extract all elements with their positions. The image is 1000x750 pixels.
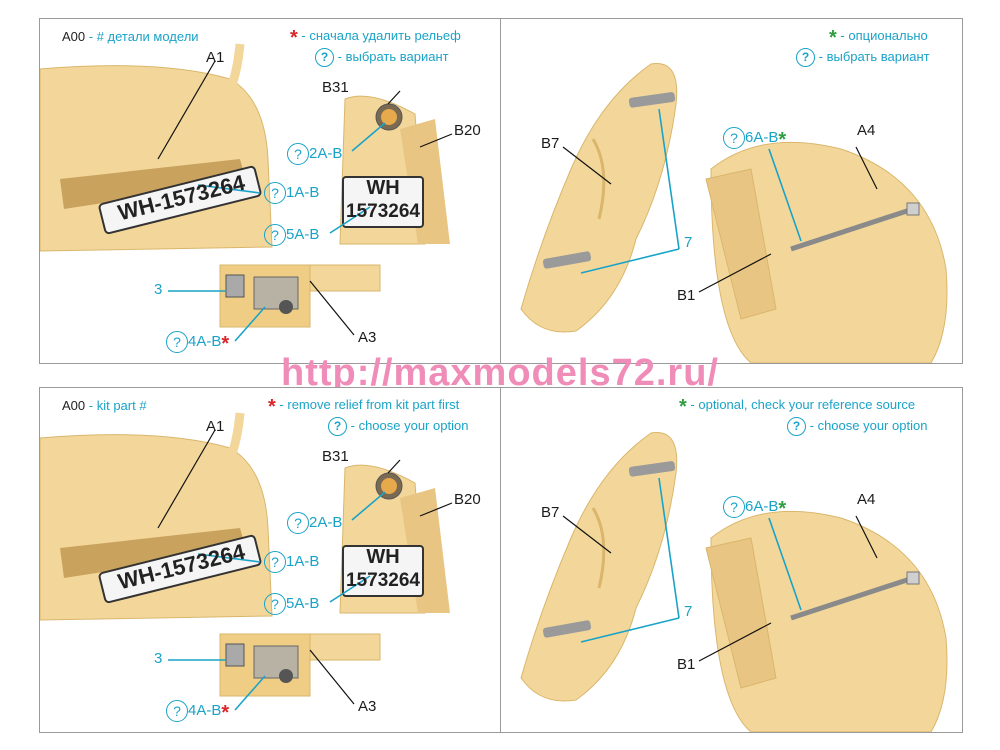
callout-4ab: ?4A-B* [166,331,229,356]
legend-part-number: A00 - kit part # [62,398,147,413]
part-label-a3: A3 [358,329,377,346]
red-star-icon: * [221,332,230,355]
green-star-icon: * [778,497,787,520]
plate-small-bottom: 1573264 [346,570,420,591]
red-star-icon: * [221,701,230,724]
question-icon: ? [315,48,334,67]
star-note: - опционально [840,28,928,43]
question-note: - choose your option [809,417,928,433]
plate-small-top: WH [366,546,400,568]
callout-3: 3 [154,650,163,667]
star-note: - remove relief from kit part first [279,397,460,412]
part-label-a1: A1 [206,49,225,66]
part-label-b20: B20 [454,122,481,139]
ru-left-illustration [40,43,453,342]
question-icon: ? [264,224,286,246]
green-star-icon: * [829,27,837,49]
callout-5ab: ?5A-B [264,224,319,246]
callout-1ab: ?1A-B [264,182,319,204]
code-description: - # детали модели [88,29,199,44]
question-icon: ? [723,127,745,149]
question-icon: ? [787,417,806,436]
callout-text: 1A-B [286,552,320,570]
question-icon: ? [723,496,745,518]
legend-question: ? - choose your option [328,417,468,436]
legend-star: * - remove relief from kit part first [268,396,459,419]
star-note: - optional, check your reference source [690,397,916,412]
ru-right-illustration [520,63,948,363]
legend-star: * - сначала удалить рельеф [290,27,461,50]
legend-question: ? - выбрать вариант [796,48,930,67]
callout-2ab: ?2A-B [287,512,342,534]
en-left-illustration [40,412,453,711]
callout-text: 1A-B [286,183,320,201]
question-icon: ? [166,331,188,353]
panel-en-left: A00 - kit part # * - remove relief from … [39,387,501,733]
callout-text: 2A-B [309,144,343,162]
green-star-icon: * [679,396,687,418]
callout-text: 6A-B [745,128,779,146]
callout-7: 7 [684,234,693,251]
question-icon: ? [264,551,286,573]
question-icon: ? [264,593,286,615]
part-label-b31: B31 [322,79,349,96]
part-label-b1: B1 [677,287,696,304]
plate-small-bottom: 1573264 [346,201,420,222]
callout-text: 5A-B [286,225,320,243]
green-star-icon: * [778,128,787,151]
question-icon: ? [287,512,309,534]
question-note: - выбрать вариант [818,48,930,64]
legend-star: * - optional, check your reference sourc… [679,396,915,419]
callout-text: 2A-B [309,513,343,531]
panel-en-right: * - optional, check your reference sourc… [500,387,963,733]
legend-part-number: A00 - # детали модели [62,29,199,44]
callout-6ab: ?6A-B* [723,496,786,521]
code-label: A00 [62,398,86,413]
plate-small-top: WH [366,177,400,199]
callout-6ab: ?6A-B* [723,127,786,152]
code-description: - kit part # [88,398,147,413]
callout-7: 7 [684,603,693,620]
callout-4ab: ?4A-B* [166,700,229,725]
callout-text: 6A-B [745,497,779,515]
callout-text: 5A-B [286,594,320,612]
callout-3: 3 [154,281,163,298]
question-icon: ? [166,700,188,722]
callout-text: 4A-B [188,701,222,719]
question-note: - выбрать вариант [337,48,449,64]
red-star-icon: * [268,396,276,418]
legend-question: ? - choose your option [787,417,927,436]
red-star-icon: * [290,27,298,49]
part-label-b7: B7 [541,504,560,521]
en-right-illustration [520,432,948,732]
part-label-a1: A1 [206,418,225,435]
star-note: - сначала удалить рельеф [301,28,461,43]
callout-5ab: ?5A-B [264,593,319,615]
question-note: - choose your option [350,417,469,433]
callout-1ab: ?1A-B [264,551,319,573]
code-label: A00 [62,29,86,44]
part-label-b7: B7 [541,135,560,152]
question-icon: ? [287,143,309,165]
callout-text: 4A-B [188,332,222,350]
part-label-a4: A4 [857,491,876,508]
question-icon: ? [328,417,347,436]
part-label-b20: B20 [454,491,481,508]
part-label-b31: B31 [322,448,349,465]
panel-ru-right: * - опционально ? - выбрать вариант B7 A… [500,18,963,364]
question-icon: ? [796,48,815,67]
part-label-a4: A4 [857,122,876,139]
callout-2ab: ?2A-B [287,143,342,165]
panel-ru-left: A00 - # детали модели * - сначала удалит… [39,18,501,364]
legend-star: * - опционально [829,27,928,50]
question-icon: ? [264,182,286,204]
part-label-b1: B1 [677,656,696,673]
part-label-a3: A3 [358,698,377,715]
legend-question: ? - выбрать вариант [315,48,449,67]
